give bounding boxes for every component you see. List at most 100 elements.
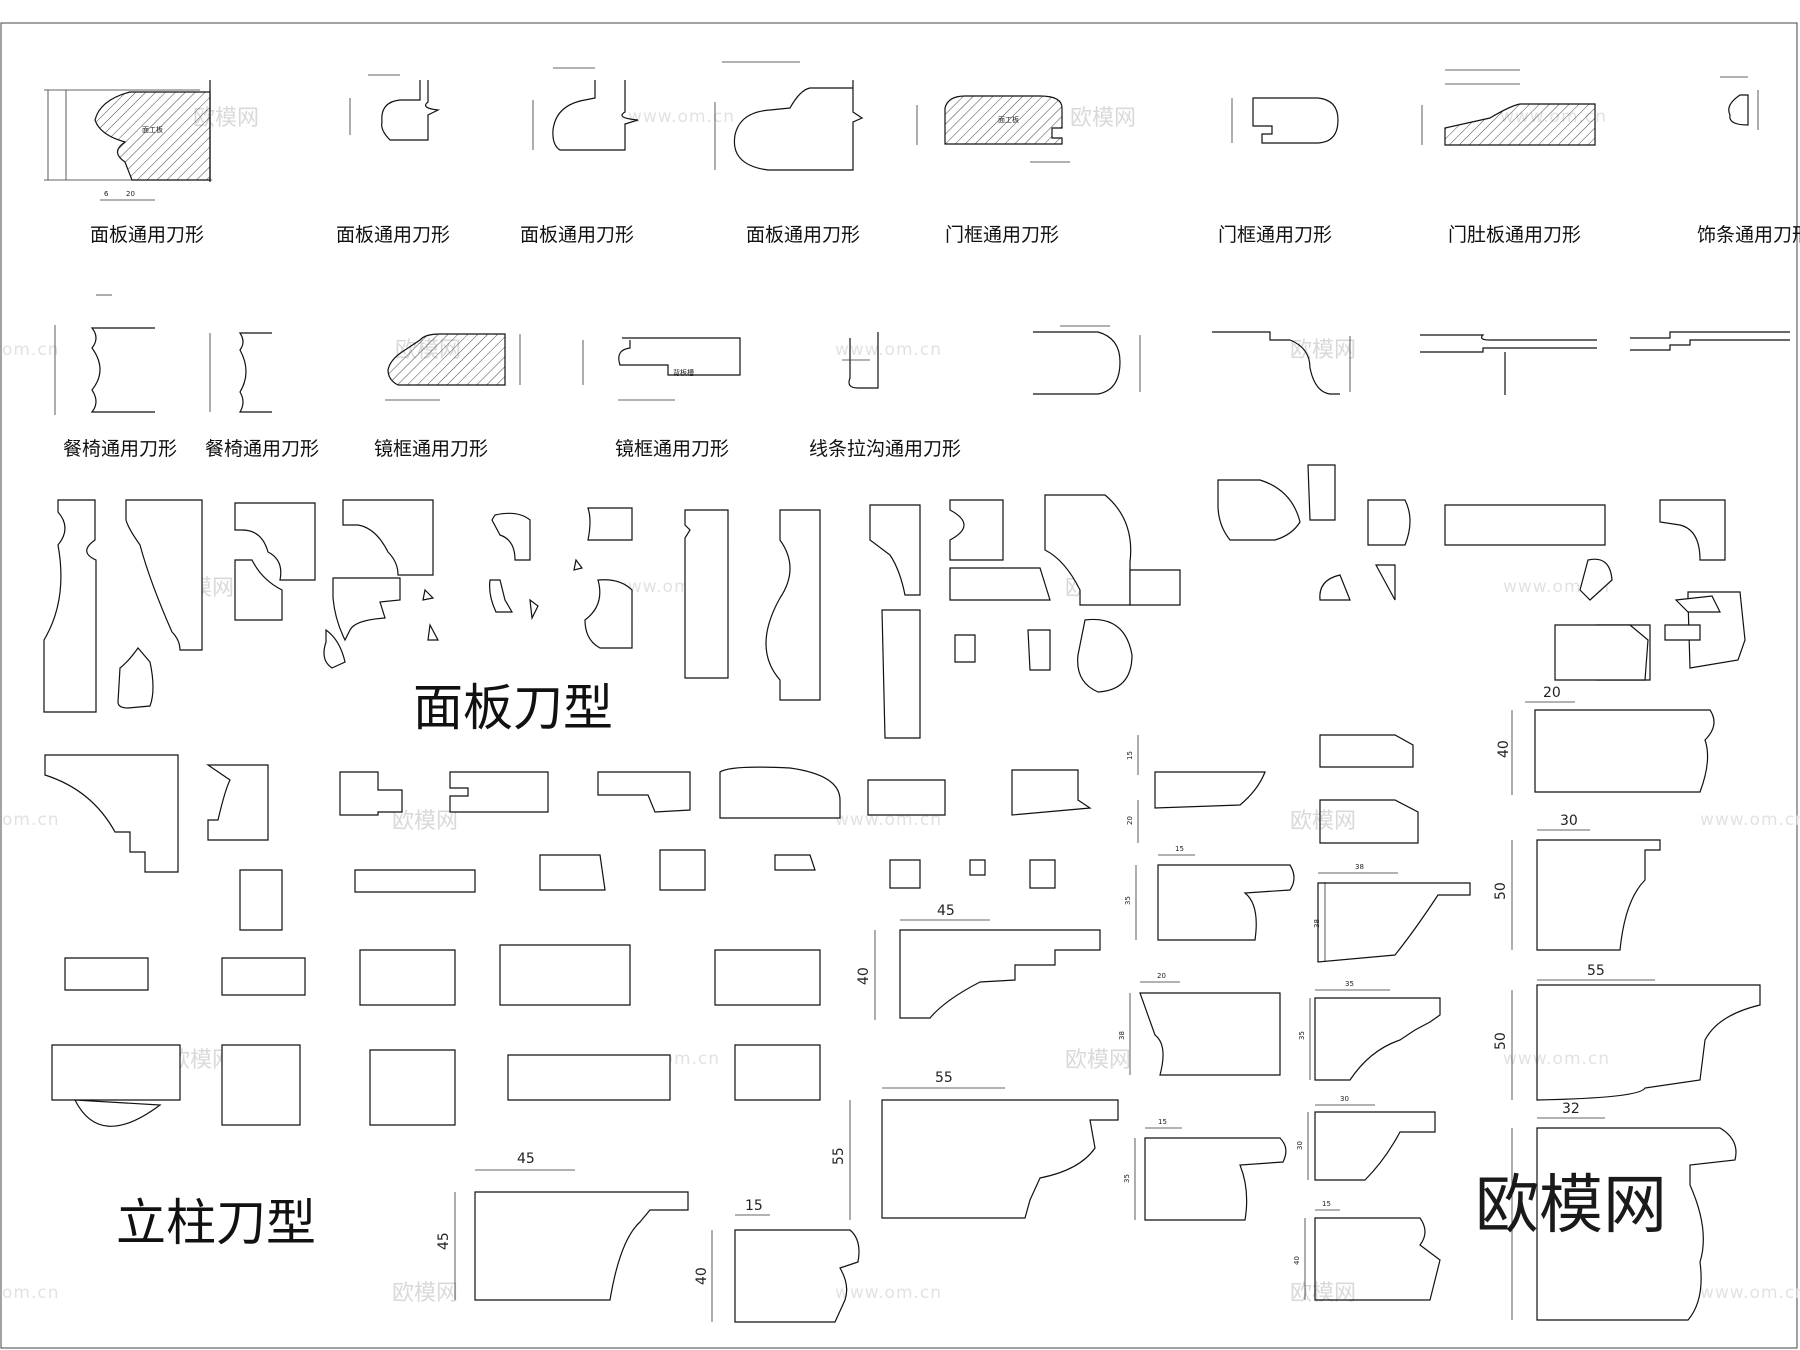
moulding-r4: 32 [1511, 1101, 1737, 1321]
svg-text:35: 35 [1345, 980, 1354, 988]
row1-label: 面板通用刀形 [90, 224, 204, 246]
row2-label: 镜框通用刀形 [615, 438, 729, 460]
watermark-brand: 欧模网 [1070, 106, 1136, 131]
watermark-url: om.cn [2, 1283, 60, 1303]
svg-text:55: 55 [1587, 963, 1605, 979]
svg-text:15: 15 [745, 1198, 763, 1214]
watermark-url: www.om.cn [835, 1283, 942, 1303]
svg-text:35: 35 [1298, 1031, 1306, 1040]
row1-profiles: 20 6 面工板 面工板 [44, 61, 1800, 246]
watermark-url: www.om.cn [1700, 810, 1800, 830]
profile-chair-1 [54, 294, 155, 415]
profile-groove-3 [1212, 331, 1351, 395]
moulding-m4: 15 40 [694, 1198, 860, 1323]
watermark-url: www.om.cn [628, 107, 735, 127]
svg-text:20: 20 [126, 190, 135, 198]
watermark-brand: 欧模网 [392, 809, 458, 834]
moulding-m2: 55 55 [831, 1070, 1119, 1220]
svg-text:38: 38 [1355, 863, 1364, 871]
watermark-url: om.cn [2, 340, 60, 360]
row2-label: 餐椅通用刀形 [63, 438, 177, 460]
column-cutter-shapes [44, 754, 1266, 1127]
row1-label: 门肚板通用刀形 [1448, 224, 1581, 246]
profile-panel-4 [714, 61, 864, 171]
watermark-url: www.om.cn [1503, 1049, 1610, 1069]
svg-text:55: 55 [935, 1070, 953, 1086]
row2-label: 餐椅通用刀形 [205, 438, 319, 460]
svg-text:15: 15 [1175, 845, 1184, 853]
moulding-m1: 45 40 [856, 903, 1101, 1020]
profile-groove-5 [1630, 331, 1790, 351]
profile-doorbelly [1421, 69, 1596, 146]
panel-cutter-shapes [43, 464, 1746, 739]
svg-text:40: 40 [856, 967, 872, 985]
svg-text:30: 30 [1296, 1141, 1304, 1150]
profile-mirror-1 [385, 333, 521, 401]
profile-panel-1: 20 6 面工板 [44, 80, 212, 201]
svg-text:40: 40 [1496, 740, 1512, 758]
section-title-panel: 面板刀型 [413, 679, 613, 737]
back-groove-note: 背板槽 [673, 368, 694, 377]
moulding-s6: 35 35 [1298, 980, 1441, 1081]
profile-panel-2 [349, 74, 441, 141]
svg-text:30: 30 [1340, 1095, 1349, 1103]
row1-label: 面板通用刀形 [746, 224, 860, 246]
watermark-url: www.om.cn [1700, 1283, 1800, 1303]
row2-label: 线条拉沟通用刀形 [809, 438, 961, 460]
svg-text:45: 45 [436, 1232, 452, 1250]
svg-text:45: 45 [937, 903, 955, 919]
svg-text:50: 50 [1493, 1032, 1509, 1050]
watermark-url: www.om.cn [835, 340, 942, 360]
section-title-column: 立柱刀型 [116, 1194, 316, 1252]
moulding-s3: 15 35 [1124, 845, 1295, 941]
svg-text:32: 32 [1562, 1101, 1580, 1117]
hatch-tag: 面工板 [998, 115, 1019, 124]
svg-text:15: 15 [1322, 1200, 1331, 1208]
moulding-s4: 38 38 [1313, 863, 1471, 963]
profile-trim [1720, 76, 1759, 130]
moulding-s8: 30 30 [1296, 1095, 1436, 1181]
row1-label: 面板通用刀形 [336, 224, 450, 246]
svg-text:38: 38 [1313, 919, 1321, 928]
svg-text:20: 20 [1157, 972, 1166, 980]
moulding-r2: 30 50 [1493, 813, 1661, 951]
moulding-m3: 45 45 [436, 1151, 689, 1301]
svg-text:55: 55 [831, 1147, 847, 1165]
svg-text:45: 45 [517, 1151, 535, 1167]
watermark-brand: 欧模网 [392, 1281, 458, 1306]
watermark-url: om.cn [2, 810, 60, 830]
moulding-s1: 15 [1126, 734, 1414, 775]
brand-logo: 欧模网 [1475, 1169, 1667, 1243]
moulding-r1: 20 40 [1496, 685, 1715, 795]
moulding-s2: 20 [1126, 799, 1419, 844]
svg-text:35: 35 [1124, 896, 1132, 905]
svg-text:6: 6 [104, 190, 109, 198]
moulding-r3: 55 50 [1493, 963, 1761, 1101]
moulding-s5: 20 38 [1118, 972, 1281, 1076]
row1-label: 面板通用刀形 [520, 224, 634, 246]
svg-text:30: 30 [1560, 813, 1578, 829]
profile-doorframe-1: 面工板 [916, 95, 1070, 163]
row1-label: 饰条通用刀形 [1697, 224, 1800, 246]
svg-text:38: 38 [1118, 1031, 1126, 1040]
moulding-s9: 15 40 [1293, 1200, 1441, 1301]
profile-chair-2 [209, 332, 272, 413]
profile-panel-3 [532, 67, 639, 151]
svg-text:20: 20 [1543, 685, 1561, 701]
row1-label: 门框通用刀形 [945, 224, 1059, 246]
watermark-brand: 欧模网 [1290, 338, 1356, 363]
profile-mirror-2: 背板槽 [582, 337, 741, 401]
svg-text:35: 35 [1123, 1174, 1131, 1183]
svg-text:15: 15 [1158, 1118, 1167, 1126]
svg-text:40: 40 [1293, 1256, 1301, 1265]
profile-groove-1 [842, 332, 879, 389]
drawing-frame [0, 22, 1798, 1349]
watermark-brand: 欧模网 [1290, 809, 1356, 834]
svg-text:20: 20 [1126, 816, 1134, 825]
moulding-s7: 15 35 [1123, 1118, 1287, 1221]
hatch-tag: 面工板 [142, 125, 163, 134]
svg-text:50: 50 [1493, 882, 1509, 900]
svg-text:15: 15 [1126, 751, 1134, 760]
row1-label: 门框通用刀形 [1218, 224, 1332, 246]
